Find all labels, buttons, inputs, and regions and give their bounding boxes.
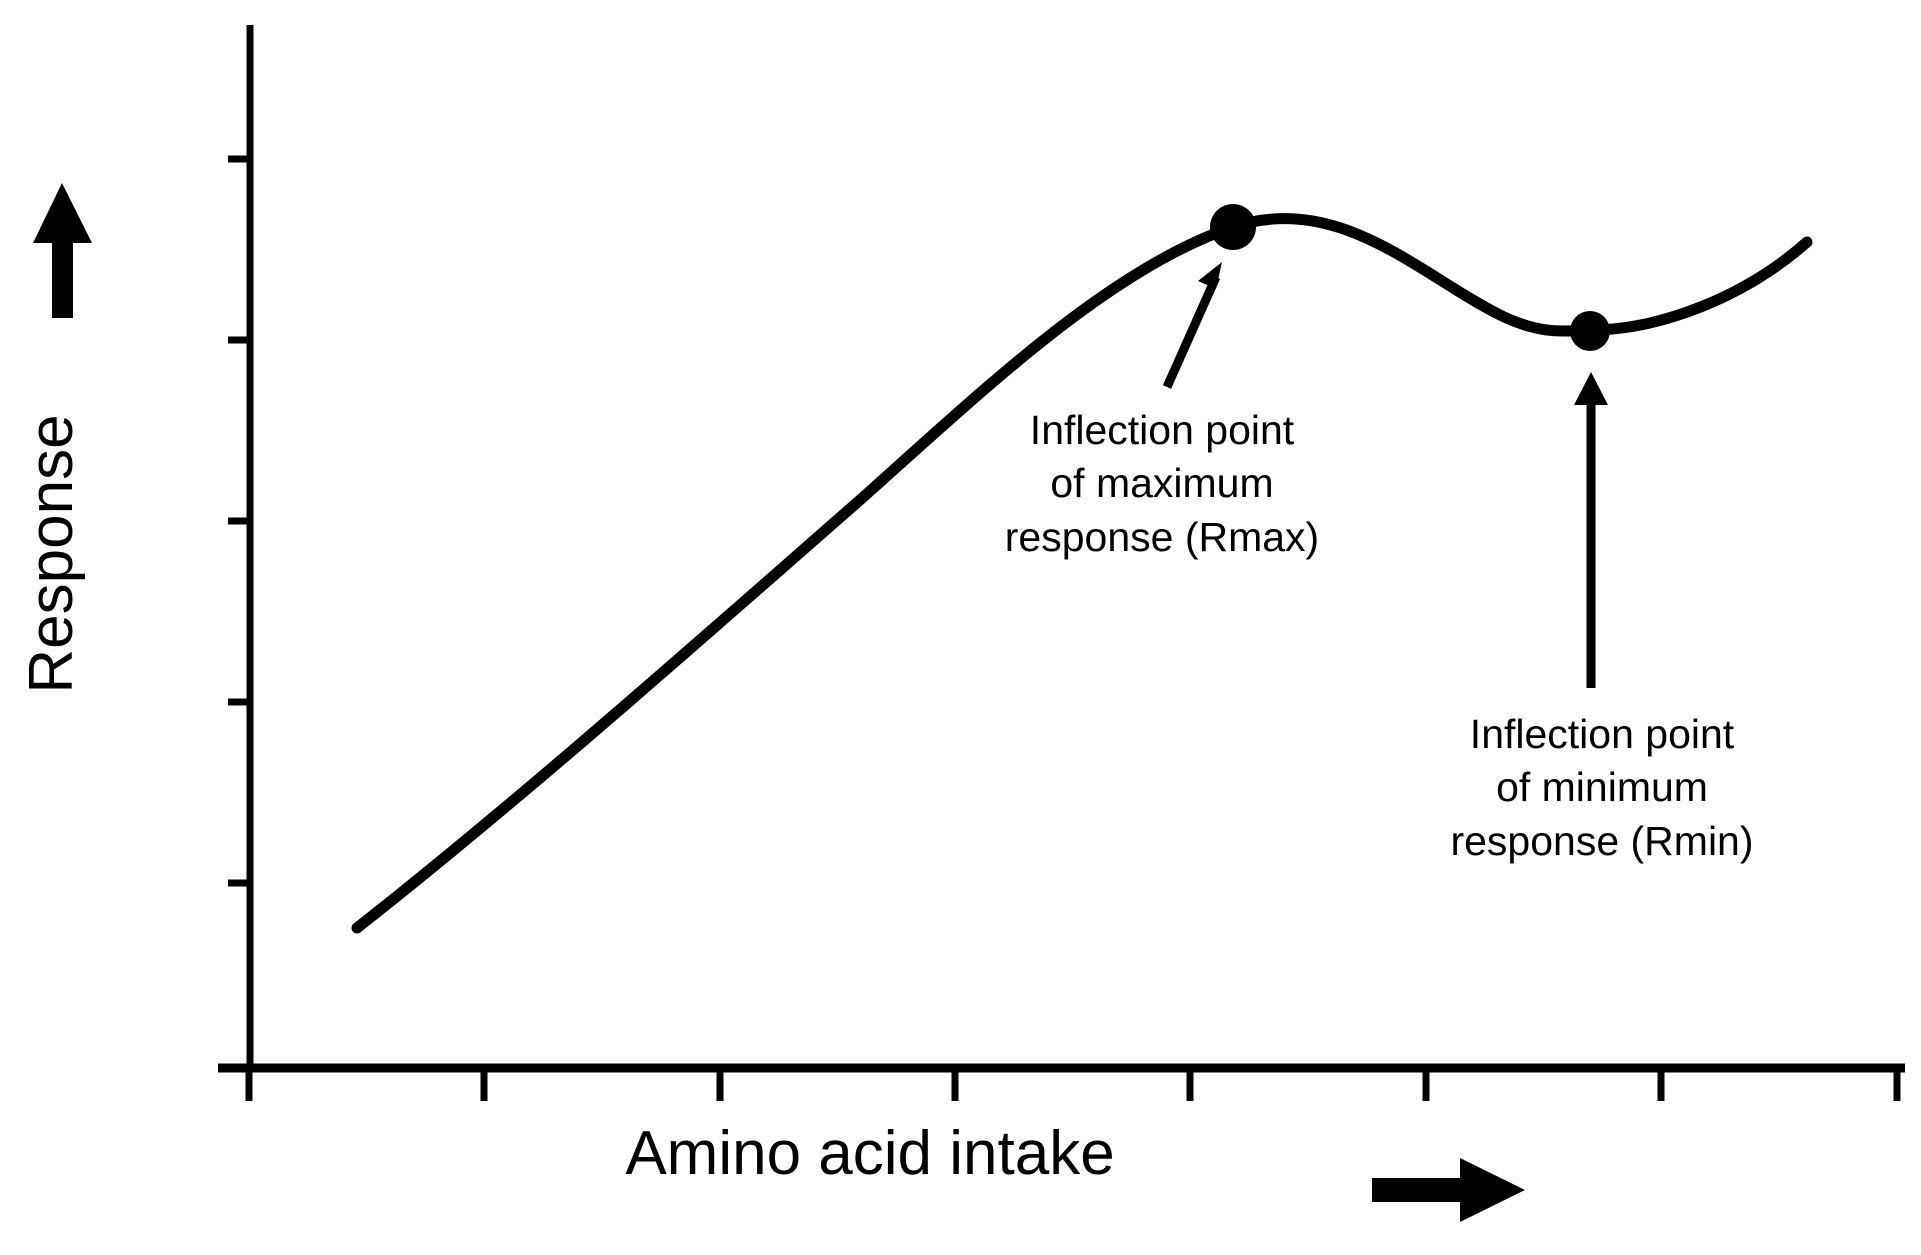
y-axis-ticks bbox=[228, 155, 250, 887]
x-axis-ticks bbox=[245, 1068, 1901, 1101]
marker-rmin bbox=[1570, 311, 1610, 351]
annotation-min-response: Inflection point of minimum response (Rm… bbox=[1382, 708, 1822, 868]
marker-rmax bbox=[1210, 204, 1256, 250]
annotation-max-line1: Inflection point bbox=[1029, 407, 1295, 453]
annotation-arrow-min bbox=[1574, 372, 1608, 688]
y-axis-direction-arrow-icon bbox=[33, 183, 92, 318]
x-axis-direction-arrow-icon bbox=[1372, 1158, 1525, 1222]
annotation-max-line3: response (Rmax) bbox=[1004, 513, 1320, 560]
annotation-max-response: Inflection point of maximum response (Rm… bbox=[942, 404, 1382, 564]
annotation-min-line3: response (Rmin) bbox=[1450, 817, 1754, 864]
annotation-max-line2: of maximum bbox=[1050, 460, 1274, 507]
y-axis-title: Response bbox=[17, 414, 86, 694]
annotation-min-line1: Inflection point bbox=[1469, 711, 1735, 757]
annotation-min-line2: of minimum bbox=[1496, 764, 1708, 811]
annotation-arrow-max bbox=[1162, 262, 1222, 389]
x-axis-title: Amino acid intake bbox=[625, 1119, 1115, 1188]
